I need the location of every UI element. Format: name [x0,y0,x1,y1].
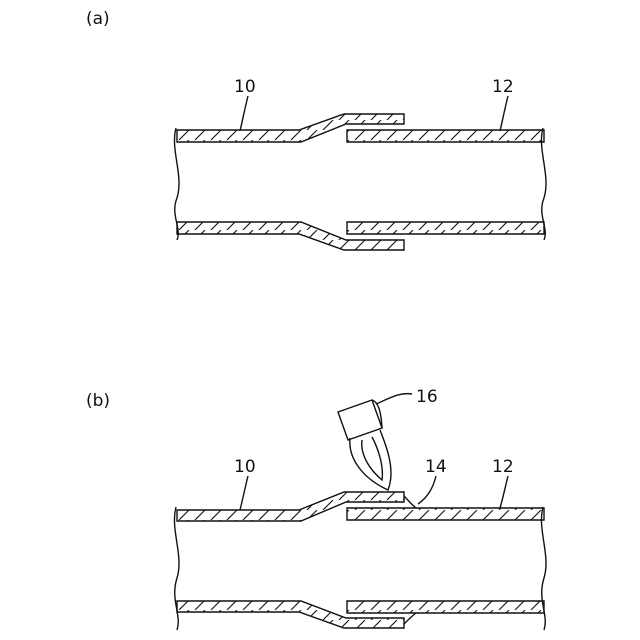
leader-10-a [240,96,248,131]
pipe-12-top-wall [347,130,544,142]
label-torch-16: 16 [416,387,438,407]
panel-a-label: (a) [86,9,110,29]
leader-14 [418,476,436,504]
weld-bead-bottom [404,613,416,624]
pipe-12-bottom-wall [347,222,544,234]
weld-bead-top [404,496,416,508]
leader-16 [376,394,412,404]
leader-12-a [500,96,508,131]
label-pipe-12-a: 12 [492,77,514,97]
label-pipe-10-a: 10 [234,77,256,97]
torch-flame-outer [350,430,391,490]
panel-b-label: (b) [86,391,110,411]
label-pipe-10-b: 10 [234,457,256,477]
panel-a: (a) 10 12 [86,9,546,250]
panel-b: (b) 10 12 14 16 [86,387,546,630]
label-pipe-12-b: 12 [492,457,514,477]
pipe-12-bottom-wall-b [347,601,544,613]
label-joint-14: 14 [425,457,447,477]
pipe-12-top-wall-b [347,508,544,520]
welding-torch [338,400,391,490]
leader-10-b [240,476,248,510]
leader-12-b [500,476,508,508]
torch-nozzle [338,400,382,440]
